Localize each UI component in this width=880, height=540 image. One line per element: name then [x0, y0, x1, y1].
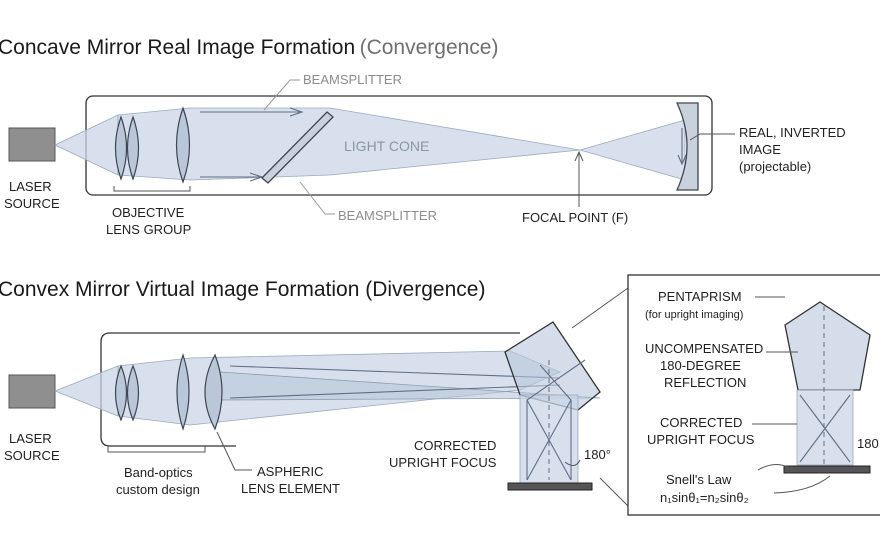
uncomp-line3: REFLECTION [664, 375, 746, 390]
objective-lens-group [114, 106, 191, 184]
focal-point-marker [574, 150, 584, 207]
angle-arc-main [564, 459, 581, 466]
angle-main: 180° [584, 447, 611, 462]
beamsplitter-bottom-label: BEAMSPLITTER [338, 208, 437, 223]
inset-frame [627, 274, 880, 516]
pentaprism-main [504, 321, 601, 491]
objective-label-line2: LENS GROUP [106, 222, 191, 237]
uncomp-line1: UNCOMPENSATED [645, 341, 763, 356]
band-optics-lens-group [114, 353, 223, 431]
angle-inset: 180 [857, 436, 879, 451]
diagram2-title: Convex Mirror Virtual Image Formation (D… [0, 278, 485, 301]
band-optics-label-line2: custom design [116, 482, 200, 497]
snell-title: Snell's Law [666, 472, 732, 487]
objective-label-line1: OBJECTIVE [112, 205, 185, 220]
corrected-inset-line1: CORRECTED [660, 415, 742, 430]
light-cone-label: LIGHT CONE [344, 138, 429, 154]
diagram1-title: Concave Mirror Real Image Formation (Con… [0, 36, 498, 59]
real-image-line2: IMAGE [739, 142, 781, 157]
real-image-arrow [677, 128, 687, 166]
real-image-leader [689, 133, 735, 141]
inset-connector-bottom [599, 477, 629, 507]
corrected-main-line2: UPRIGHT FOCUS [389, 455, 497, 470]
band-optics-label-line1: Band-optics [124, 465, 193, 480]
real-image-line3: (projectable) [739, 159, 811, 174]
laser-source-2 [8, 374, 56, 409]
laser-label-1-line1: LASER [9, 179, 52, 194]
light-cone-beam-1 [54, 107, 686, 182]
aspheric-leader [216, 431, 252, 471]
snell-equation: n₁sinθ₁=n₂sinθ₂ [660, 490, 749, 505]
aspheric-label-line1: ASPHERIC [257, 464, 323, 479]
pentaprism-inset [783, 301, 871, 474]
laser-label-2-line1: LASER [9, 431, 52, 446]
focal-point-label: FOCAL POINT (F) [522, 210, 628, 225]
pentaprism-label: PENTAPRISM [658, 289, 742, 304]
snell-arrow-1 [757, 464, 791, 471]
concave-mirror [675, 102, 699, 191]
corrected-main-line1: CORRECTED [414, 438, 496, 453]
beamsplitter-top-leader [263, 79, 300, 111]
real-image-line1: REAL, INVERTED [739, 125, 846, 140]
aspheric-label-line2: LENS ELEMENT [241, 481, 340, 496]
divergent-beam-2 [53, 350, 601, 426]
corrected-inset-line2: UPRIGHT FOCUS [647, 432, 755, 447]
laser-label-2-line2: SOURCE [4, 448, 60, 463]
laser-label-1-line2: SOURCE [4, 196, 60, 211]
beamsplitter-bottom-leader [299, 181, 335, 215]
beamsplitter-top-label: BEAMSPLITTER [303, 72, 402, 87]
pentaprism-sub-label: (for upright imaging) [645, 309, 743, 321]
snell-arrow-2 [773, 475, 831, 494]
band-optics-bracket [107, 446, 206, 453]
inset-connector-top [571, 287, 629, 329]
laser-source-1 [8, 127, 56, 162]
objective-bracket [113, 186, 191, 192]
uncomp-line2: 180-DEGREE [660, 358, 741, 373]
beamsplitter [261, 111, 334, 184]
